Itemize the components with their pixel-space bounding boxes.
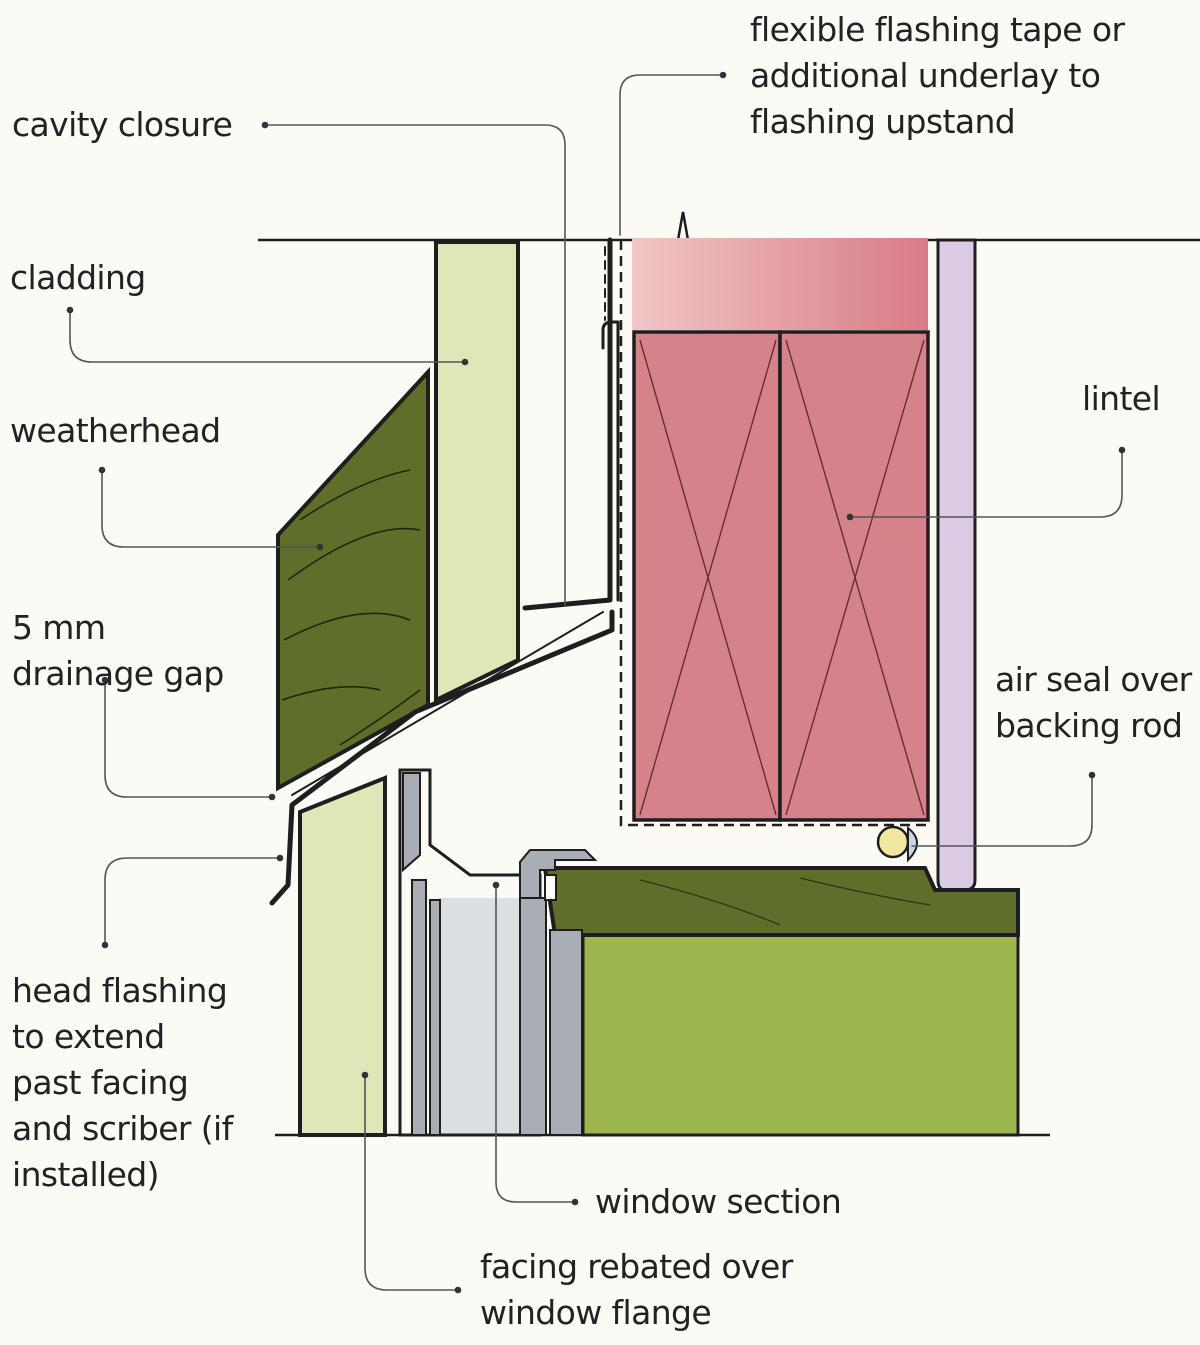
label-line: and scriber (if xyxy=(12,1109,233,1148)
facing-lower xyxy=(298,775,387,1137)
window-section xyxy=(398,768,598,1137)
label-line: 5 mm xyxy=(12,608,106,647)
label-cavity-closure: cavity closure xyxy=(12,102,233,148)
leader-drainage-gap xyxy=(104,679,273,798)
label-line: backing rod xyxy=(995,706,1183,745)
cladding-upper xyxy=(434,240,520,704)
label-line: additional underlay to xyxy=(750,56,1101,95)
label-line: cladding xyxy=(10,258,146,297)
label-line: past facing xyxy=(12,1063,189,1102)
label-line: weatherhead xyxy=(10,411,221,450)
label-lintel: lintel xyxy=(1082,376,1161,422)
label-air-seal: air seal over backing rod xyxy=(995,657,1192,749)
leader-window-section xyxy=(495,884,576,1203)
label-facing: facing rebated over window flange xyxy=(480,1244,793,1336)
interior-lining xyxy=(936,238,977,892)
air-seal xyxy=(907,825,918,863)
leader-lintel xyxy=(849,449,1123,518)
label-line: flashing upstand xyxy=(750,102,1016,141)
flashings xyxy=(269,237,620,906)
reveal-board xyxy=(581,920,1020,1137)
label-head-flashing: head flashing to extend past facing and … xyxy=(12,968,233,1198)
label-line: flexible flashing tape or xyxy=(750,10,1125,49)
label-line: facing rebated over xyxy=(480,1247,793,1286)
label-line: head flashing xyxy=(12,971,228,1010)
leader-lines xyxy=(69,74,1123,1291)
leader-cladding xyxy=(69,309,466,363)
lintel xyxy=(619,238,930,827)
label-line: drainage gap xyxy=(12,654,224,693)
label-line: cavity closure xyxy=(12,105,233,144)
leader-head-flashing xyxy=(104,857,281,946)
lintel-top-zone xyxy=(632,238,928,330)
label-line: installed) xyxy=(12,1155,160,1194)
label-cladding: cladding xyxy=(10,255,146,301)
weatherhead xyxy=(276,366,430,792)
label-line: window section xyxy=(595,1182,842,1221)
label-drainage-gap: 5 mm drainage gap xyxy=(12,605,224,697)
leader-air-seal xyxy=(911,774,1093,847)
label-line: window flange xyxy=(480,1293,712,1332)
label-line: air seal over xyxy=(995,660,1192,699)
label-line: lintel xyxy=(1082,379,1161,418)
leader-flashing-tape xyxy=(619,74,724,236)
leader-cavity-closure xyxy=(264,124,566,606)
label-flashing-tape: flexible flashing tape or additional und… xyxy=(750,7,1125,145)
leader-weatherhead xyxy=(101,469,321,548)
leader-endpoints xyxy=(66,71,1126,1294)
label-weatherhead: weatherhead xyxy=(10,408,221,454)
label-window-section: window section xyxy=(595,1179,842,1225)
label-line: to extend xyxy=(12,1017,165,1056)
cavity-closure-flashing xyxy=(522,237,613,611)
backing-rod xyxy=(876,825,910,859)
lintel-wrap-line xyxy=(619,240,930,827)
leader-facing xyxy=(364,1074,459,1291)
